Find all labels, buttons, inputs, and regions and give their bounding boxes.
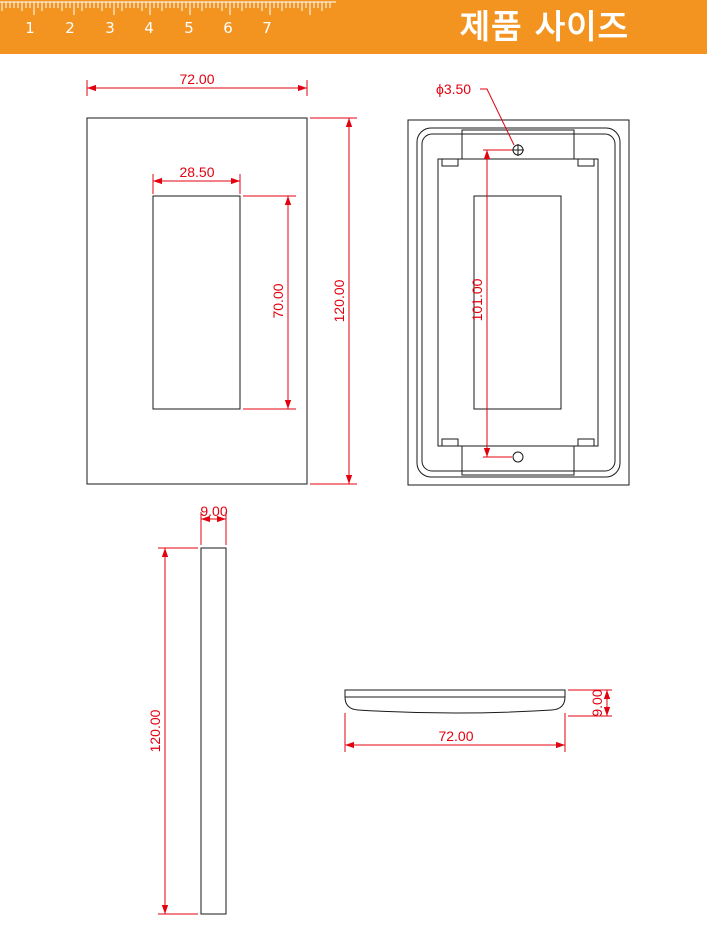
ruler-graphic: 1 2 3 4 5 6 7 — [0, 1, 336, 37]
side-thickness-label: 9.00 — [200, 503, 227, 519]
side-height-label: 120.00 — [147, 709, 163, 752]
side-view: 9.00 120.00 — [147, 503, 228, 915]
ruler-number: 6 — [223, 19, 233, 37]
hole-diameter-leader — [480, 88, 515, 146]
back-view — [407, 119, 630, 486]
front-plate-outline — [86, 117, 308, 485]
ruler-number: 5 — [184, 19, 194, 37]
bottom-width-label: 72.00 — [438, 728, 473, 744]
back-inner-frame — [437, 158, 599, 447]
header-bar: 1 2 3 4 5 6 7 제품 사이즈 — [0, 0, 707, 54]
back-window-outline — [473, 195, 562, 410]
ruler-number: 3 — [105, 19, 115, 37]
bottom-thickness-label: 9.00 — [589, 689, 605, 716]
front-height-label: 120.00 — [331, 279, 347, 322]
page-title: 제품 사이즈 — [459, 7, 629, 46]
bottom-profile-outline — [344, 689, 566, 714]
hole-diameter-label: ϕ3.50 — [436, 81, 471, 97]
back-outer-frame — [407, 119, 630, 486]
ruler-number: 2 — [65, 19, 75, 37]
ruler-number: 4 — [144, 19, 154, 37]
front-window-outline — [152, 195, 241, 410]
ruler-number: 1 — [25, 19, 35, 37]
hole-spacing-label: 101.00 — [469, 278, 485, 321]
side-profile-outline — [200, 547, 227, 915]
bottom-mounting-hole — [512, 451, 524, 463]
window-width-label: 28.50 — [179, 164, 214, 180]
ruler-number: 7 — [262, 19, 272, 37]
front-view: 72.00 28.50 70.00 120.00 — [86, 71, 357, 485]
window-height-label: 70.00 — [270, 283, 286, 318]
front-width-label: 72.00 — [179, 71, 214, 87]
bottom-view: 72.00 9.00 — [344, 689, 612, 752]
